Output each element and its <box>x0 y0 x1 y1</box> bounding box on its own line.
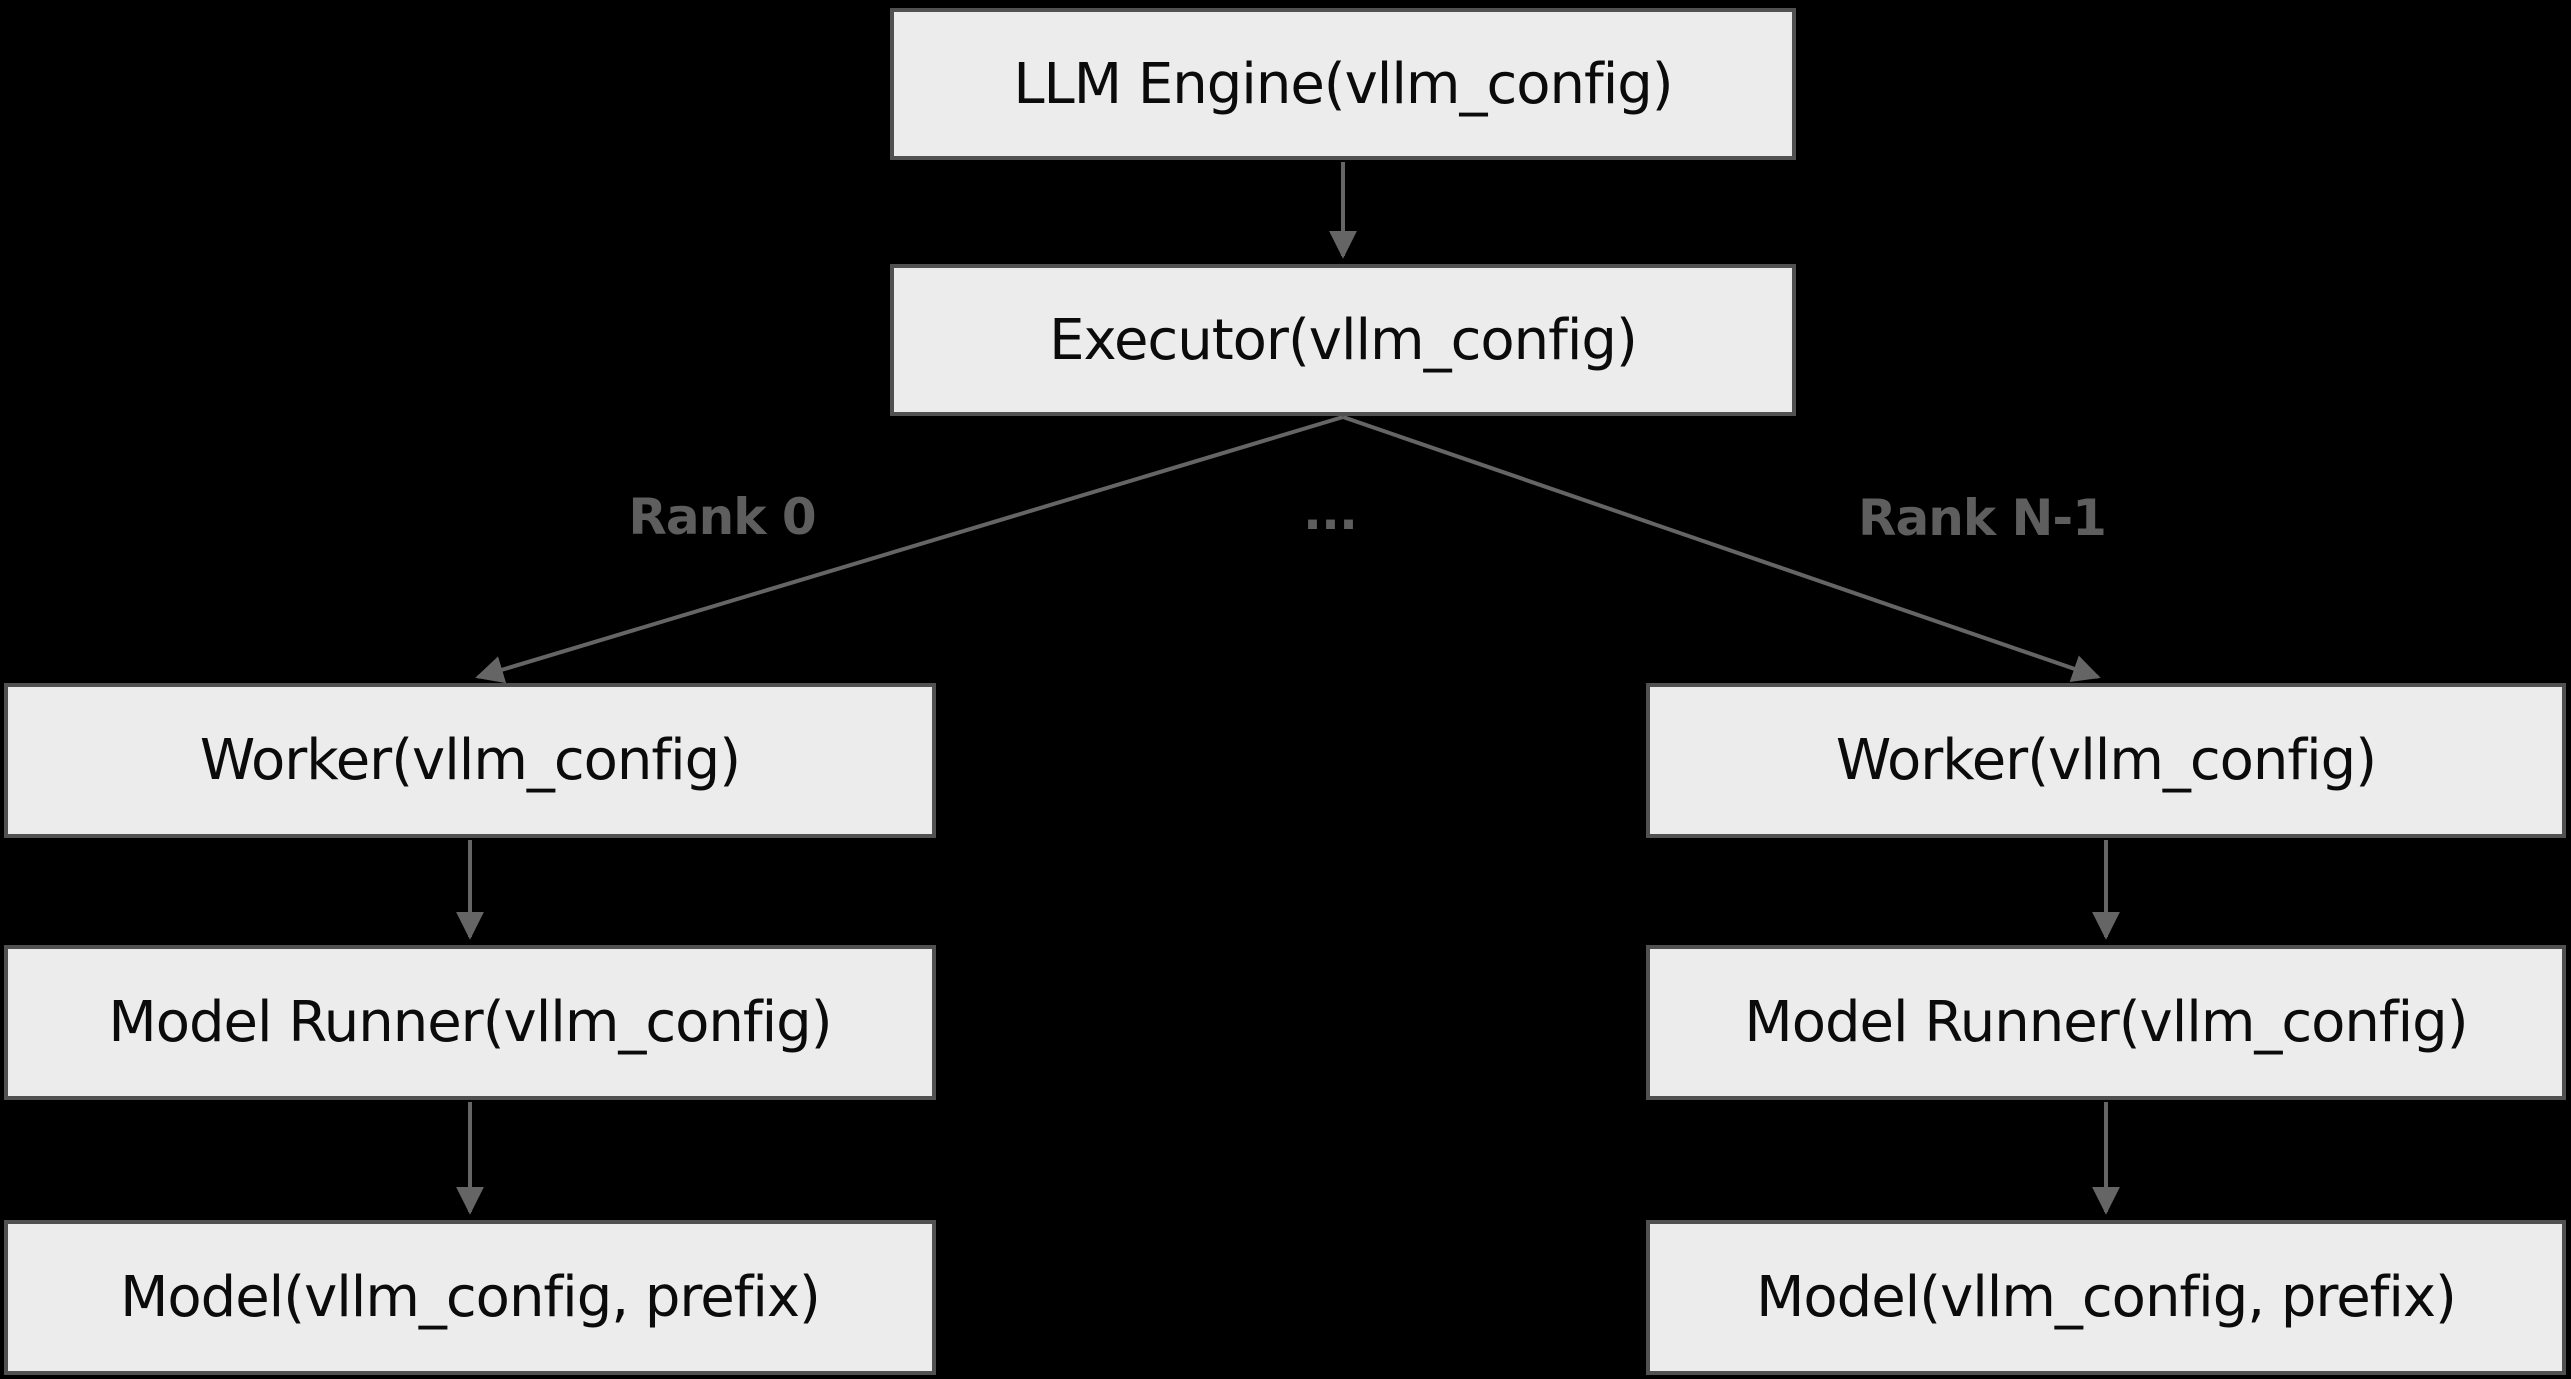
node-model-right-label: Model(vllm_config, prefix) <box>1756 1265 2457 1330</box>
node-worker-left-label: Worker(vllm_config) <box>199 728 741 793</box>
edge-label-rank-n-1: Rank N-1 <box>1858 489 2107 547</box>
edge-executor-to-worker-left <box>475 415 1344 684</box>
node-worker-right: Worker(vllm_config) <box>1646 683 2566 838</box>
node-model-runner-right-label: Model Runner(vllm_config) <box>1744 990 2468 1055</box>
node-model-runner-left-label: Model Runner(vllm_config) <box>108 990 832 1055</box>
node-model-right: Model(vllm_config, prefix) <box>1646 1220 2566 1375</box>
node-model-left: Model(vllm_config, prefix) <box>4 1220 936 1375</box>
node-llm-engine-label: LLM Engine(vllm_config) <box>1013 51 1673 117</box>
edge-executor-to-worker-right <box>1342 415 2101 683</box>
node-model-runner-left: Model Runner(vllm_config) <box>4 945 936 1100</box>
node-executor-label: Executor(vllm_config) <box>1049 307 1638 373</box>
node-llm-engine: LLM Engine(vllm_config) <box>890 8 1796 160</box>
node-model-runner-right: Model Runner(vllm_config) <box>1646 945 2566 1100</box>
edge-label-ellipsis: ... <box>1303 483 1358 541</box>
edge-label-rank-0: Rank 0 <box>628 488 816 546</box>
node-executor: Executor(vllm_config) <box>890 264 1796 416</box>
node-model-left-label: Model(vllm_config, prefix) <box>120 1265 821 1330</box>
node-worker-right-label: Worker(vllm_config) <box>1835 728 2377 793</box>
node-worker-left: Worker(vllm_config) <box>4 683 936 838</box>
